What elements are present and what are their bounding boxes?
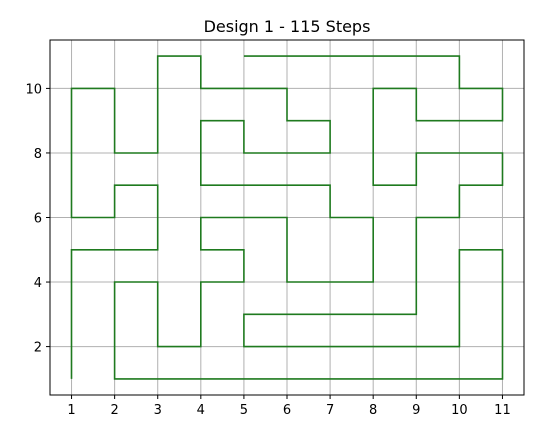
x-tick-label: 6 xyxy=(283,403,291,418)
y-tick-label: 6 xyxy=(34,212,42,227)
y-axis: 2 4 6 8 10 xyxy=(25,82,50,356)
x-tick-label: 3 xyxy=(154,403,162,418)
x-tick-label: 5 xyxy=(240,403,248,418)
x-tick-label: 1 xyxy=(67,403,75,418)
y-tick-label: 4 xyxy=(34,276,42,291)
maze-path-line xyxy=(70,55,504,380)
y-tick-label: 10 xyxy=(25,82,42,97)
x-axis: 1 2 3 4 5 6 7 8 9 10 11 xyxy=(67,395,511,418)
x-tick-label: 8 xyxy=(369,403,377,418)
x-tick-label: 11 xyxy=(494,403,511,418)
x-tick-label: 2 xyxy=(110,403,118,418)
x-tick-label: 7 xyxy=(326,403,334,418)
x-tick-label: 9 xyxy=(412,403,420,418)
y-tick-label: 2 xyxy=(34,341,42,356)
y-tick-label: 8 xyxy=(34,147,42,162)
x-tick-label: 4 xyxy=(197,403,205,418)
maze-path xyxy=(70,55,504,380)
chart-title: Design 1 - 115 Steps xyxy=(204,17,371,36)
x-tick-label: 10 xyxy=(451,403,468,418)
